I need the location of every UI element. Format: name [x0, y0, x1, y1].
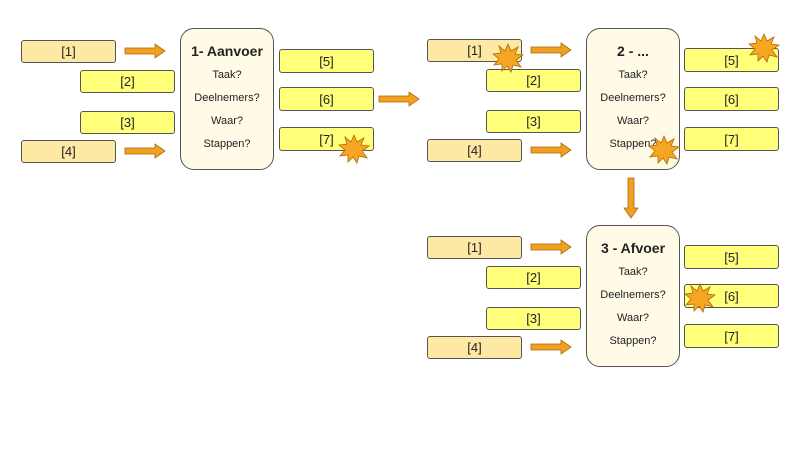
p1-input-4: [4] [21, 140, 116, 163]
box-label: [1] [61, 44, 76, 59]
box-label: [2] [526, 73, 541, 88]
p1-title: 1- Aanvoer [191, 43, 263, 59]
p3-input-3: [3] [486, 307, 581, 330]
box-label: [1] [467, 43, 482, 58]
arrow-right-icon [124, 43, 166, 59]
p2-question-deelnemers: Deelnemers? [600, 92, 666, 104]
p3-output-6: [6] [684, 284, 779, 308]
p1-output-6: [6] [279, 87, 374, 111]
box-label: [6] [319, 91, 334, 107]
arrow-right-icon [530, 42, 572, 58]
box-label: [3] [526, 114, 541, 129]
box-label: [7] [319, 131, 334, 147]
p3-output-7: [7] [684, 324, 779, 348]
p3-question-deelnemers: Deelnemers? [600, 289, 666, 301]
p2-input-4: [4] [427, 139, 522, 162]
box-label: [2] [120, 74, 135, 89]
p1-question-waar: Waar? [211, 115, 243, 127]
p3-input-2: [2] [486, 266, 581, 289]
box-label: [6] [724, 288, 739, 304]
box-label: [4] [467, 340, 482, 355]
p2-process-box: 2 - ... Taak? Deelnemers? Waar? Stappen? [586, 28, 680, 170]
p1-output-7: [7] [279, 127, 374, 151]
p1-input-3: [3] [80, 111, 175, 134]
box-label: [4] [467, 143, 482, 158]
p2-input-1: [1] [427, 39, 522, 62]
box-label: [1] [467, 240, 482, 255]
p1-question-taak: Taak? [212, 69, 242, 81]
p3-question-taak: Taak? [618, 266, 648, 278]
box-label: [6] [724, 91, 739, 107]
arrow-down-icon [623, 177, 639, 219]
p3-output-5: [5] [684, 245, 779, 269]
p3-question-stappen: Stappen? [609, 335, 657, 347]
p1-input-2: [2] [80, 70, 175, 93]
box-label: [5] [724, 249, 739, 265]
p3-title: 3 - Afvoer [600, 240, 666, 256]
arrow-right-icon [530, 239, 572, 255]
p2-output-5: [5] [684, 48, 779, 72]
p1-question-deelnemers: Deelnemers? [194, 92, 260, 104]
p1-input-1: [1] [21, 40, 116, 63]
p2-title: 2 - ... [617, 43, 649, 59]
arrow-right-icon [378, 91, 420, 107]
box-label: [2] [526, 270, 541, 285]
arrow-right-icon [530, 142, 572, 158]
box-label: [7] [724, 328, 739, 344]
p2-output-7: [7] [684, 127, 779, 151]
box-label: [7] [724, 131, 739, 147]
box-label: [5] [724, 52, 739, 68]
arrow-right-icon [124, 143, 166, 159]
p2-input-3: [3] [486, 110, 581, 133]
p2-output-6: [6] [684, 87, 779, 111]
p1-process-box: 1- Aanvoer Taak? Deelnemers? Waar? Stapp… [180, 28, 274, 170]
arrow-right-icon [530, 339, 572, 355]
box-label: [3] [120, 115, 135, 130]
p2-input-2: [2] [486, 69, 581, 92]
p2-question-waar: Waar? [617, 115, 649, 127]
p3-question-waar: Waar? [617, 312, 649, 324]
p1-question-stappen: Stappen? [203, 138, 251, 150]
p1-output-5: [5] [279, 49, 374, 73]
box-label: [5] [319, 53, 334, 69]
p3-input-4: [4] [427, 336, 522, 359]
p3-process-box: 3 - Afvoer Taak? Deelnemers? Waar? Stapp… [586, 225, 680, 367]
box-label: [3] [526, 311, 541, 326]
p2-question-taak: Taak? [618, 69, 648, 81]
p3-input-1: [1] [427, 236, 522, 259]
p2-question-stappen: Stappen? [609, 138, 657, 150]
box-label: [4] [61, 144, 76, 159]
